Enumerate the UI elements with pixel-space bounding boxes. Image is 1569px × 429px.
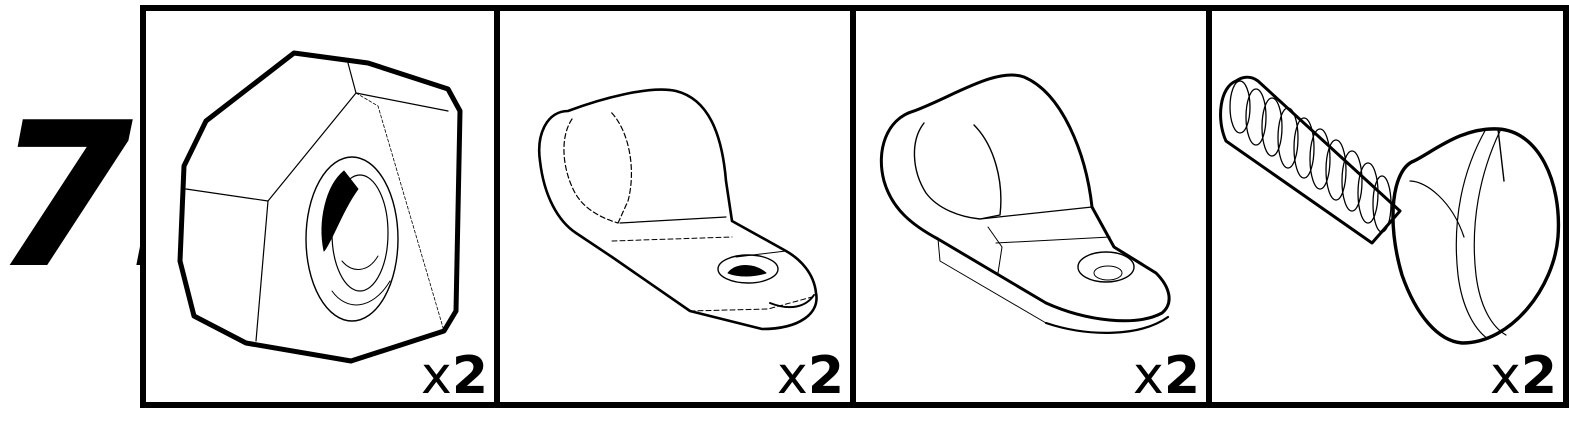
- part-panel-p-clip-1: x2: [494, 5, 856, 408]
- quantity-label: x2: [1490, 348, 1557, 404]
- part-panel-hex-nut: x2: [140, 5, 500, 408]
- p-clip-icon: [856, 11, 1206, 402]
- part-panel-p-clip-2: x2: [850, 5, 1212, 408]
- quantity-value: 2: [452, 346, 488, 406]
- quantity-prefix: x: [1490, 346, 1521, 406]
- p-clip-icon: [500, 11, 850, 402]
- quantity-value: 2: [1164, 346, 1200, 406]
- quantity-label: x2: [777, 348, 844, 404]
- hex-nut-icon: [146, 11, 494, 402]
- quantity-value: 2: [808, 346, 844, 406]
- quantity-prefix: x: [1133, 346, 1164, 406]
- quantity-prefix: x: [777, 346, 808, 406]
- quantity-label: x2: [421, 348, 488, 404]
- screw-icon: [1212, 11, 1563, 402]
- quantity-prefix: x: [421, 346, 452, 406]
- quantity-value: 2: [1521, 346, 1557, 406]
- quantity-label: x2: [1133, 348, 1200, 404]
- part-panel-screw: x2: [1206, 5, 1569, 408]
